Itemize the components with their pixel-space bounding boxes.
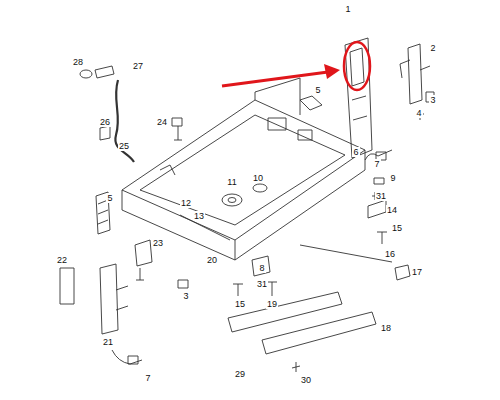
callout-number: 2 xyxy=(429,43,436,53)
callout-number: 25 xyxy=(118,141,130,151)
callout-number: 29 xyxy=(234,369,246,379)
highlight-circle xyxy=(344,42,370,90)
callout-number: 5 xyxy=(314,85,321,95)
callout-number: 8 xyxy=(258,263,265,273)
pointer-arrow xyxy=(222,72,328,86)
callout-number: 23 xyxy=(152,238,164,248)
callout-number: 15 xyxy=(391,223,403,233)
callout-number: 9 xyxy=(389,173,396,183)
callout-number: 6 xyxy=(352,147,359,157)
callout-number: 7 xyxy=(373,159,380,169)
callout-number: 31 xyxy=(375,191,387,201)
callout-number: 5 xyxy=(106,193,113,203)
callout-number: 13 xyxy=(193,211,205,221)
callout-number: 26 xyxy=(99,117,111,127)
callout-number: 28 xyxy=(72,57,84,67)
callout-number: 4 xyxy=(415,108,422,118)
callout-number: 19 xyxy=(266,299,278,309)
kick-panel xyxy=(262,312,376,354)
callout-number: 10 xyxy=(252,173,264,183)
callout-number: 1 xyxy=(344,4,351,14)
left-bracket xyxy=(100,264,118,334)
callout-number: 18 xyxy=(380,323,392,333)
base-tray xyxy=(122,100,365,240)
kick-panel xyxy=(228,292,342,332)
callout-number: 22 xyxy=(56,255,68,265)
callout-number: 24 xyxy=(156,117,168,127)
callout-number: 21 xyxy=(102,337,114,347)
callout-number: 31 xyxy=(256,279,268,289)
callout-number: 14 xyxy=(386,205,398,215)
callout-number: 3 xyxy=(429,95,436,105)
callout-number: 17 xyxy=(411,267,423,277)
arrow-head xyxy=(324,64,340,79)
callout-number: 3 xyxy=(182,291,189,301)
callout-number: 7 xyxy=(144,373,151,383)
callout-number: 20 xyxy=(206,255,218,265)
callout-number: 30 xyxy=(300,375,312,385)
callout-number: 11 xyxy=(226,177,237,187)
callout-number: 16 xyxy=(384,249,396,259)
callout-number: 27 xyxy=(132,61,144,71)
side-bracket xyxy=(345,38,372,158)
callout-number: 15 xyxy=(234,299,246,309)
callout-number: 12 xyxy=(180,198,192,208)
